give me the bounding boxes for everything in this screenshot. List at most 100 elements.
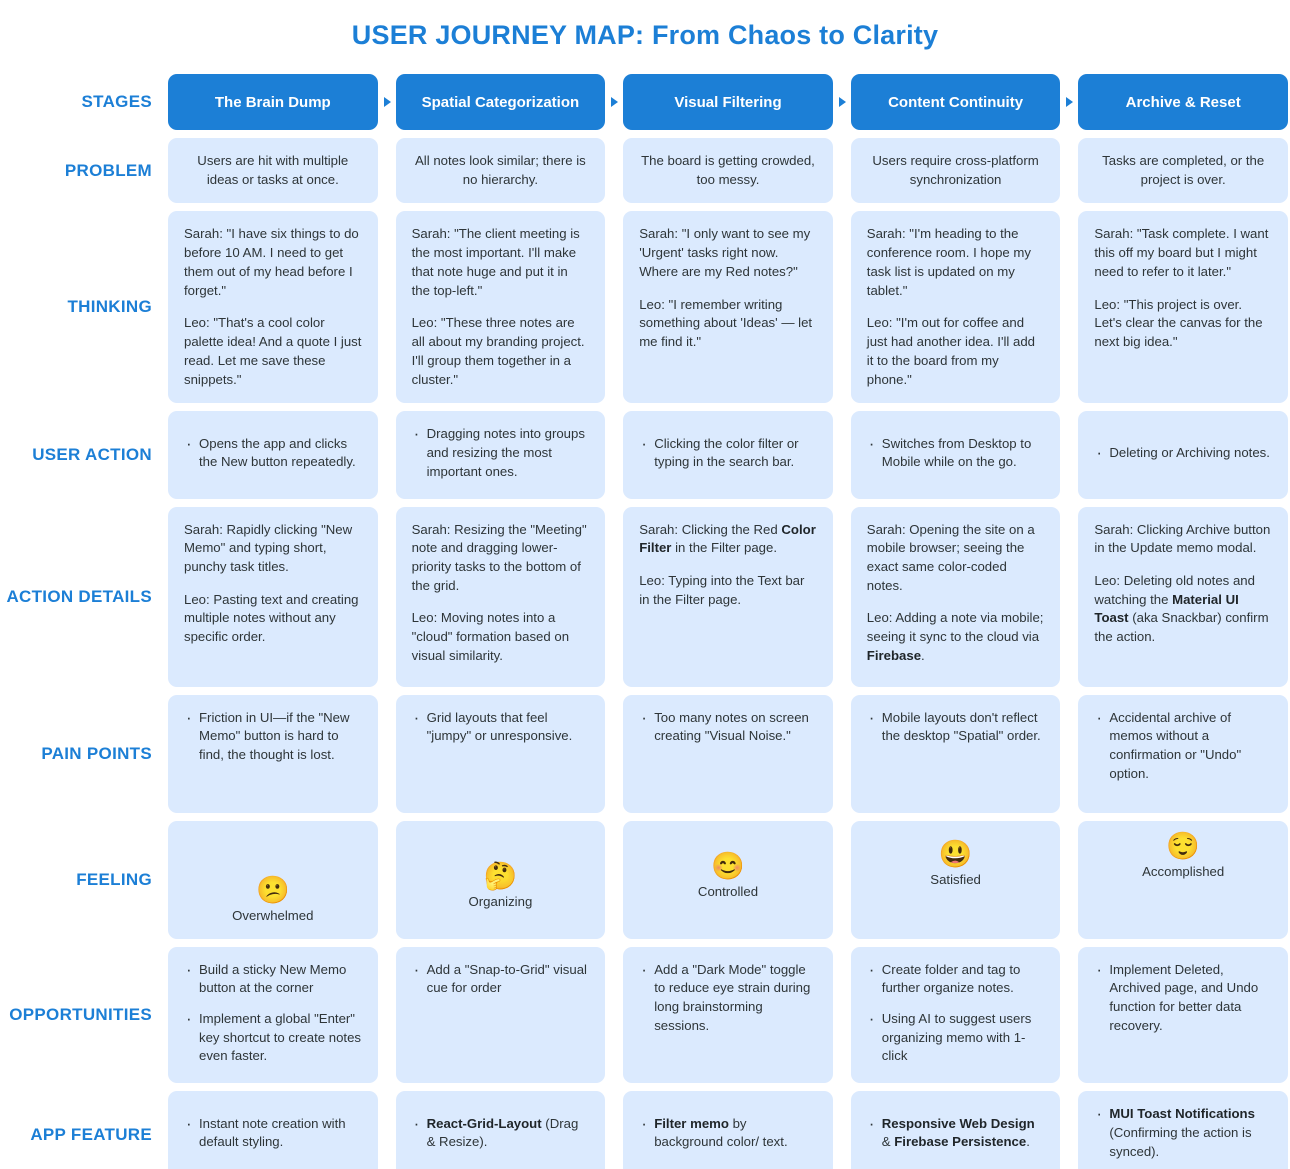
row-thinking: THINKING Sarah: "I have six things to do… — [0, 211, 1290, 404]
row-action-details: ACTION DETAILS Sarah: Rapidly clicking "… — [0, 506, 1290, 687]
row-label-thinking: THINKING — [67, 297, 152, 317]
thinking-cell-2: Sarah: "The client meeting is the most i… — [395, 211, 606, 404]
row-label-pain-points: PAIN POINTS — [41, 743, 152, 763]
quote-sarah: Sarah: "I'm heading to the conference ro… — [866, 226, 1031, 298]
detail-text: . — [921, 647, 925, 663]
opportunities-cell-2: Add a "Snap-to-Grid" visual cue for orde… — [395, 946, 606, 1084]
user-action-cells: Opens the app and clicks the New button … — [168, 411, 1290, 499]
app-feature-cell-2: React-Grid-Layout (Drag & Resize). — [395, 1091, 606, 1169]
stage-header-label: Archive & Reset — [1125, 93, 1241, 111]
stage-header-4[interactable]: Content Continuity — [850, 74, 1074, 130]
bullet-list: Opens the app and clicks the New button … — [184, 433, 362, 475]
problem-cell-2: All notes look similar; there is no hier… — [395, 138, 606, 204]
user-action-cell-3: Clicking the color filter or typing in t… — [623, 411, 833, 499]
thinking-cell-3: Sarah: "I only want to see my 'Urgent' t… — [623, 211, 833, 404]
list-item: Using AI to suggest users organizing mem… — [867, 1008, 1045, 1066]
stage-header-label: Content Continuity — [888, 93, 1024, 111]
relieved-face-emoji: 😌 — [1166, 830, 1200, 861]
stage-header-2[interactable]: Spatial Categorization — [395, 74, 619, 130]
action-details-cell-3: Sarah: Clicking the Red Color Filter in … — [623, 506, 833, 687]
feeling-content: 😃 Satisfied — [851, 838, 1061, 890]
user-action-cell-2: Dragging notes into groups and resizing … — [395, 411, 606, 499]
list-item: Friction in UI—if the "New Memo" button … — [184, 707, 362, 765]
stage-header-1[interactable]: The Brain Dump — [168, 74, 391, 130]
row-feeling: FEELING 😕 Overwhelmed 🤔 Organizing — [0, 820, 1290, 939]
problem-cells: Users are hit with multiple ideas or tas… — [168, 138, 1290, 204]
detail-sarah: Sarah: Resizing the "Meeting" note and d… — [411, 521, 587, 593]
list-item: Clicking the color filter or typing in t… — [639, 433, 817, 472]
action-details-cell-4: Sarah: Opening the site on a mobile brow… — [850, 506, 1061, 687]
bullet-list: Add a "Dark Mode" toggle to reduce eye s… — [639, 959, 817, 1036]
list-item: Add a "Snap-to-Grid" visual cue for orde… — [412, 959, 590, 998]
feature-emphasis: Firebase Persistence — [894, 1134, 1027, 1150]
list-item: Filter memo by background color/ text. — [639, 1113, 817, 1152]
thinking-cell-1: Sarah: "I have six things to do before 1… — [168, 211, 378, 404]
feeling-cells: 😕 Overwhelmed 🤔 Organizing 😊 Controlled — [168, 820, 1290, 939]
bullet-list: Grid layouts that feel "jumpy" or unresp… — [412, 707, 590, 746]
quote-sarah: Sarah: "Task complete. I want this off m… — [1094, 226, 1269, 279]
problem-cell-1: Users are hit with multiple ideas or tas… — [168, 138, 378, 204]
pain-points-cells: Friction in UI—if the "New Memo" button … — [168, 694, 1290, 813]
detail-emphasis: Color Filter — [639, 521, 816, 556]
user-action-cell-1: Opens the app and clicks the New button … — [168, 411, 378, 499]
detail-sarah: Sarah: Clicking Archive button in the Up… — [1094, 521, 1271, 556]
page-title: USER JOURNEY MAP: From Chaos to Clarity — [351, 20, 939, 50]
bullet-list: React-Grid-Layout (Drag & Resize). — [412, 1113, 590, 1155]
feature-text: (Confirming the action is synced). — [1109, 1124, 1252, 1159]
row-app-feature: APP FEATURE Instant note creation with d… — [0, 1091, 1290, 1169]
stage-header-5[interactable]: Archive & Reset — [1078, 74, 1288, 130]
bullet-list: Implement Deleted, Archived page, and Un… — [1094, 959, 1272, 1036]
action-details-cells: Sarah: Rapidly clicking "New Memo" and t… — [168, 506, 1290, 687]
bullet-list: Mobile layouts don't reflect the desktop… — [867, 707, 1045, 746]
stage-header-label: The Brain Dump — [214, 93, 331, 111]
list-item: Opens the app and clicks the New button … — [184, 433, 362, 472]
pain-points-cell-5: Accidental archive of memos without a co… — [1078, 694, 1288, 813]
list-item: Accidental archive of memos without a co… — [1094, 707, 1272, 784]
arrow-right-icon — [1066, 97, 1074, 107]
thinking-cell-5: Sarah: "Task complete. I want this off m… — [1078, 211, 1288, 404]
list-item: Responsive Web Design & Firebase Persist… — [867, 1113, 1045, 1152]
detail-text: in the Filter page. — [671, 540, 777, 556]
row-opportunities: OPPORTUNITIES Build a sticky New Memo bu… — [0, 946, 1290, 1084]
smiling-face-emoji: 😊 — [711, 850, 745, 881]
pain-points-cell-4: Mobile layouts don't reflect the desktop… — [850, 694, 1061, 813]
opportunities-cell-5: Implement Deleted, Archived page, and Un… — [1078, 946, 1288, 1084]
list-item: Switches from Desktop to Mobile while on… — [867, 433, 1045, 472]
detail-leo: Leo: Pasting text and creating multiple … — [184, 591, 359, 645]
feature-emphasis: MUI Toast Notifications — [1109, 1106, 1255, 1122]
problem-cell-3: The board is getting crowded, too messy. — [623, 138, 833, 204]
list-item: MUI Toast Notifications (Confirming the … — [1094, 1103, 1272, 1161]
row-label-action-details: ACTION DETAILS — [6, 586, 152, 606]
feature-text: & — [881, 1134, 895, 1150]
detail-leo: Leo: Moving notes into a "cloud" formati… — [411, 610, 570, 663]
grinning-face-emoji: 😃 — [938, 838, 973, 869]
row-label-stages: STAGES — [81, 92, 152, 111]
bullet-list: Create folder and tag to further organiz… — [867, 959, 1045, 1067]
row-label-app-feature: APP FEATURE — [30, 1124, 152, 1144]
feeling-label: Organizing — [468, 893, 533, 909]
list-item: React-Grid-Layout (Drag & Resize). — [412, 1113, 590, 1152]
detail-sarah: Sarah: Opening the site on a mobile brow… — [866, 521, 1035, 593]
row-label-user-action: USER ACTION — [32, 444, 152, 464]
list-item: Add a "Dark Mode" toggle to reduce eye s… — [639, 959, 817, 1036]
row-label-problem: PROBLEM — [64, 160, 152, 180]
app-feature-cell-5: MUI Toast Notifications (Confirming the … — [1078, 1091, 1288, 1169]
list-item: Implement Deleted, Archived page, and Un… — [1094, 959, 1272, 1036]
arrow-right-icon — [611, 97, 619, 107]
stage-header-cells: The Brain Dump Spatial Categorization Vi… — [168, 74, 1290, 130]
bullet-list: MUI Toast Notifications (Confirming the … — [1094, 1103, 1272, 1164]
row-pain-points: PAIN POINTS Friction in UI—if the "New M… — [0, 694, 1290, 813]
feeling-label: Controlled — [697, 883, 759, 899]
bullet-list: Too many notes on screen creating "Visua… — [639, 707, 817, 746]
arrow-right-icon — [838, 97, 846, 107]
stage-header-label: Spatial Categorization — [421, 93, 580, 111]
bullet-list: Dragging notes into groups and resizing … — [412, 423, 590, 484]
feeling-content: 🤔 Organizing — [396, 862, 606, 912]
feature-emphasis: React-Grid-Layout — [426, 1115, 542, 1131]
bullet-list: Instant note creation with default styli… — [184, 1113, 362, 1155]
opportunities-cell-1: Build a sticky New Memo button at the co… — [168, 946, 378, 1084]
action-details-cell-5: Sarah: Clicking Archive button in the Up… — [1078, 506, 1288, 687]
quote-leo: Leo: "That's a cool color palette idea! … — [184, 315, 362, 387]
stage-header-3[interactable]: Visual Filtering — [623, 74, 846, 130]
